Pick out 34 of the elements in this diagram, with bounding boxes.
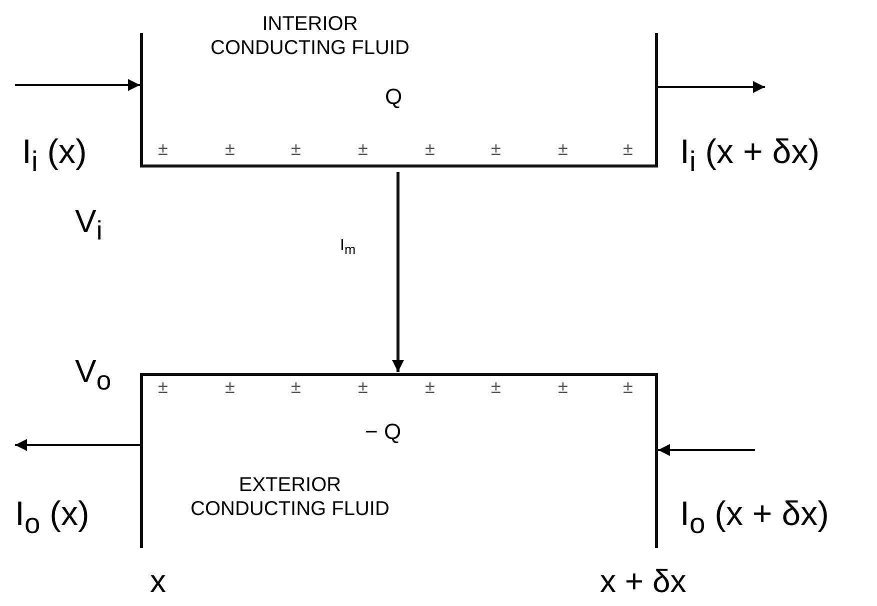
current-label: I$_{i}$ (x)	[22, 135, 87, 176]
charge-sign: ±	[558, 140, 568, 158]
charge-sign: ±	[358, 140, 368, 158]
compartment-title: INTERIOR CONDUCTING FLUID	[210, 12, 410, 60]
potential-label: V$_{o}$	[75, 355, 112, 394]
charge-sign: ±	[225, 140, 235, 158]
charge-sign: ±	[225, 378, 235, 396]
position-label: x	[150, 565, 166, 597]
current-label: I$_{m}$	[340, 238, 356, 257]
arrow	[658, 81, 765, 93]
charge-sign: ±	[291, 378, 301, 396]
charge-sign: ±	[623, 378, 633, 396]
arrow	[658, 444, 755, 456]
current-label: I$_{o}$ (x + δx)	[680, 497, 829, 538]
charge-sign: ±	[425, 378, 435, 396]
charge-label: − Q	[365, 421, 402, 443]
position-label: x + δx	[600, 565, 686, 597]
charge-sign: ±	[491, 378, 501, 396]
charge-sign: ±	[491, 140, 501, 158]
charge-sign: ±	[358, 378, 368, 396]
arrow	[392, 172, 404, 372]
charge-sign: ±	[158, 378, 168, 396]
current-label: I$_{o}$ (x)	[15, 497, 90, 538]
potential-label: V$_{i}$	[75, 205, 102, 244]
charge-sign: ±	[425, 140, 435, 158]
charge-sign: ±	[158, 140, 168, 158]
charge-sign: ±	[291, 140, 301, 158]
charge-sign: ±	[623, 140, 633, 158]
charge-label: Q	[385, 86, 402, 108]
charge-sign: ±	[558, 378, 568, 396]
arrow	[15, 79, 140, 91]
arrow	[15, 439, 140, 451]
compartment-title: EXTERIOR CONDUCTING FLUID	[190, 473, 390, 521]
current-label: I$_{i}$ (x + δx)	[680, 135, 820, 176]
